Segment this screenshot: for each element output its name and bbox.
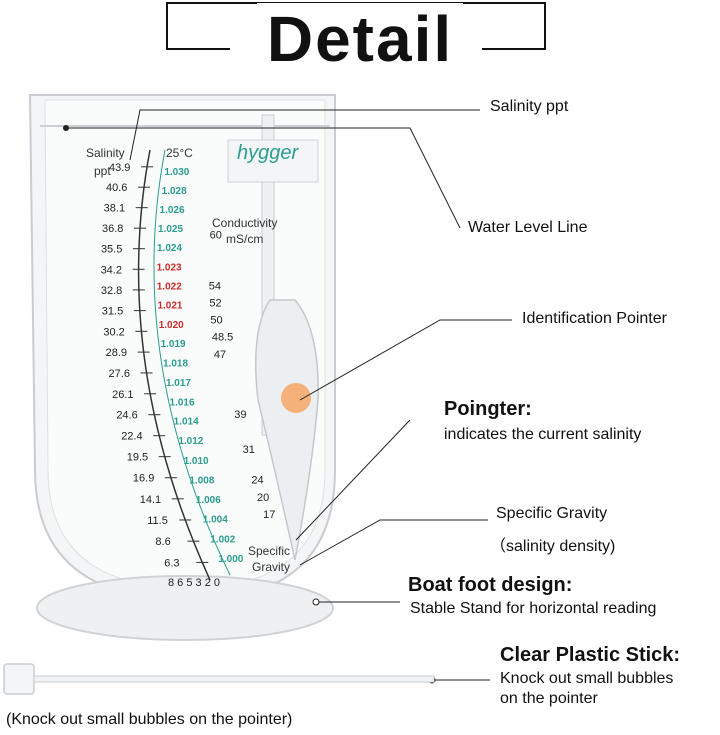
sg-tick-label: 1.017 — [166, 378, 191, 389]
callout-boat-desc: Stable Stand for horizontal reading — [410, 600, 657, 617]
callout-pointer-desc: indicates the current salinity — [444, 426, 642, 443]
callout-salinity-ppt: Salinity ppt — [490, 98, 569, 115]
callout-pointer-title: Poingter: — [444, 398, 532, 420]
sg-tick-label: 1.020 — [159, 320, 184, 331]
sg-tick-label: 1.006 — [196, 495, 221, 506]
salinity-tick-label: 6.3 — [164, 557, 179, 569]
boat-foot — [36, 575, 334, 641]
sg-tick-label: 1.026 — [160, 205, 185, 216]
sg-tick-label: 1.004 — [203, 515, 228, 526]
sg-tick-label: 1.030 — [164, 167, 189, 178]
conductivity-tick-label: 39 — [234, 409, 246, 421]
leader-salinity — [129, 109, 480, 161]
salinity-tick-label: 35.5 — [101, 244, 122, 256]
temperature-label: 25°C — [166, 146, 193, 160]
salinity-tick-label: 32.8 — [101, 285, 122, 297]
identification-pointer — [254, 299, 319, 561]
callout-water-level-line: Water Level Line — [468, 219, 588, 236]
conductivity-tick-label: 60 — [210, 229, 222, 241]
salinity-tick-label: 31.5 — [102, 306, 123, 318]
leader-pointer — [295, 419, 411, 541]
sg-tick-label: 1.000 — [218, 554, 243, 565]
sg-tick-label: 1.022 — [157, 281, 182, 292]
salinity-tick-label: 27.6 — [109, 368, 130, 380]
salinity-tick-label: 19.5 — [127, 452, 148, 464]
ppt-scale-label: ppt — [94, 164, 111, 178]
callout-identification-pointer: Identification Pointer — [522, 310, 667, 327]
sg-scale-label-2: Gravity — [252, 560, 291, 574]
salinity-tick-label: 34.2 — [101, 264, 122, 276]
salinity-tick-label: 30.2 — [103, 326, 124, 338]
sg-tick-label: 1.014 — [174, 417, 199, 428]
callout-stick-title: Clear Plastic Stick: — [500, 644, 681, 666]
callout-boat-title: Boat foot design: — [408, 574, 573, 596]
callout-sg-desc: （salinity density) — [490, 538, 616, 555]
salinity-tick-label: 11.5 — [147, 515, 168, 527]
salinity-tick-label: 26.1 — [112, 389, 133, 401]
leader-sg — [299, 519, 488, 566]
salinity-tick-label: 43.9 — [109, 162, 130, 174]
conductivity-tick-label: 24 — [251, 474, 263, 486]
leader-water-level — [66, 127, 461, 229]
conductivity-tick-label: 50 — [210, 315, 222, 327]
leader-identification — [299, 319, 512, 401]
sg-tick-label: 1.008 — [189, 475, 214, 486]
callout-stick-desc-1: Knock out small bubbles — [500, 670, 674, 687]
page-title: Detail — [0, 2, 720, 76]
conductivity-tick-label: 54 — [209, 280, 221, 292]
salinity-tick-label: 28.9 — [106, 347, 127, 359]
sg-tick-label: 1.019 — [161, 339, 186, 350]
sg-tick-label: 1.025 — [158, 224, 183, 235]
conductivity-tick-label: 52 — [209, 297, 221, 309]
conductivity-tick-label: 31 — [243, 444, 255, 456]
sg-tick-label: 1.010 — [184, 456, 209, 467]
pointer-marker — [281, 383, 311, 413]
plastic-stick — [33, 675, 435, 683]
sg-tick-label: 1.024 — [157, 243, 182, 254]
conductivity-tick-label: 48.5 — [212, 332, 233, 344]
salinity-tick-label: 40.6 — [106, 182, 127, 194]
salinity-tick-label: 22.4 — [121, 431, 142, 443]
salinity-tick-label: 36.8 — [102, 223, 123, 235]
conductivity-tick-label: 20 — [257, 492, 269, 504]
salinity-tick-label: 16.9 — [133, 473, 154, 485]
conductivity-label: Conductivity — [212, 216, 278, 230]
sg-tick-label: 1.016 — [170, 397, 195, 408]
brand-logo: hygger — [237, 142, 299, 164]
sg-scale-label-1: Specific — [248, 544, 291, 558]
callout-sg-title: Specific Gravity — [496, 505, 608, 522]
sg-tick-label: 1.023 — [157, 262, 182, 273]
sg-tick-label: 1.021 — [157, 301, 182, 312]
callout-stick-desc-2: on the pointer — [500, 690, 598, 707]
stick-caption: (Knock out small bubbles on the pointer) — [6, 711, 293, 728]
conductivity-tick-label: 17 — [263, 509, 275, 521]
salinity-tick-label: 14.1 — [140, 494, 161, 506]
sg-tick-label: 1.018 — [163, 359, 188, 370]
bottom-digits: 8 6 5 3 2 0 — [168, 577, 220, 589]
sg-tick-label: 1.012 — [178, 436, 203, 447]
salinity-tick-label: 24.6 — [116, 410, 137, 422]
mscm-label: mS/cm — [226, 232, 264, 246]
sg-tick-label: 1.002 — [210, 534, 235, 545]
conductivity-tick-label: 47 — [214, 349, 226, 361]
salinity-tick-label: 8.6 — [155, 536, 170, 548]
stick-head — [3, 663, 35, 695]
salinity-tick-label: 38.1 — [104, 203, 125, 215]
salinity-scale-label: Salinity — [86, 146, 125, 160]
sg-tick-label: 1.028 — [162, 186, 187, 197]
